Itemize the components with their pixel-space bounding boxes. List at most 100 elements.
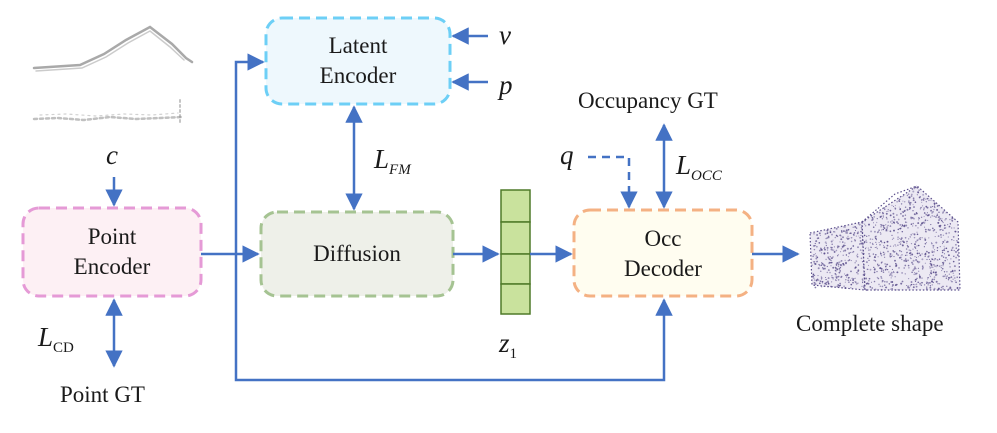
point-dot (836, 255, 839, 257)
point-dot (940, 266, 942, 269)
point-dot (945, 232, 948, 235)
point-dot (885, 211, 888, 213)
point-dot (856, 253, 859, 256)
point-dot (849, 232, 852, 235)
point-dot (817, 267, 820, 270)
point-dot (913, 273, 915, 276)
point-dot (857, 223, 860, 225)
point-dot (833, 231, 835, 233)
point-dot (929, 282, 931, 284)
point-dot (873, 230, 876, 233)
point-dot (919, 196, 921, 198)
point-dot (825, 281, 828, 284)
point-dot (889, 255, 891, 257)
point-dot (847, 279, 849, 282)
point-dot (940, 269, 943, 272)
point-dot (860, 226, 863, 229)
point-dot (929, 199, 931, 201)
point-dot (884, 252, 886, 254)
point-dot (825, 237, 827, 240)
arrow-skip-to-latent-encoder (234, 53, 265, 254)
point-dot (912, 225, 914, 227)
point-dot (901, 224, 903, 226)
point-dot (868, 249, 870, 251)
point-dot (854, 239, 856, 241)
point-dot (845, 229, 848, 231)
point-dot (891, 222, 893, 225)
point-dot (887, 224, 889, 227)
point-dot (956, 276, 958, 278)
point-dot (856, 255, 859, 258)
point-dot (921, 236, 923, 239)
point-dot (835, 267, 837, 270)
input-v: v (499, 20, 511, 50)
point-dot (892, 250, 894, 252)
input-q: q (560, 140, 574, 170)
point-dot (881, 281, 883, 283)
point-dot (929, 271, 932, 274)
point-dot (895, 262, 897, 265)
point-dot (889, 214, 892, 217)
point-dot (917, 281, 919, 284)
point-dot (861, 278, 864, 281)
point-dot (936, 214, 939, 216)
point-dot (945, 257, 947, 259)
point-dot (875, 243, 878, 245)
point-dot (844, 226, 846, 228)
point-dot (930, 216, 932, 218)
point-dot (915, 259, 917, 261)
point-dot (925, 242, 927, 244)
point-dot (953, 275, 955, 277)
point-dot (842, 245, 844, 248)
point-dot (900, 227, 902, 230)
point-dot (909, 285, 911, 287)
point-dot (826, 232, 829, 235)
point-dot (906, 221, 908, 223)
point-dot (945, 212, 947, 214)
point-dot (883, 242, 885, 244)
complete-shape-label: Complete shape (796, 311, 944, 336)
point-dot (921, 258, 924, 261)
point-dot (877, 256, 879, 258)
point-dot (827, 235, 830, 238)
point-dot (928, 274, 931, 276)
point-dot (852, 279, 855, 281)
point-dot (915, 272, 918, 275)
point-dot (913, 236, 916, 239)
point-dot (912, 217, 914, 219)
point-dot (814, 274, 816, 277)
point-dot (867, 279, 870, 282)
point-dot (896, 214, 898, 216)
point-dot (832, 266, 835, 269)
point-dot (862, 274, 865, 276)
point-dot (846, 247, 849, 250)
point-dot (880, 240, 882, 243)
point-dot (861, 281, 864, 284)
point-dot (938, 283, 941, 285)
point-dot (900, 226, 903, 228)
latent-cell (500, 253, 531, 285)
point-dot (948, 288, 950, 290)
point-dot (819, 265, 821, 267)
point-dot (834, 269, 837, 272)
point-dot (910, 242, 913, 245)
point-dot (862, 266, 864, 268)
point-dot (825, 243, 827, 245)
point-dot (826, 249, 829, 251)
point-dot (865, 239, 867, 241)
point-dot (821, 278, 823, 280)
point-dot (869, 242, 871, 244)
point-dot (888, 271, 890, 273)
point-dot (916, 256, 918, 258)
point-dot (829, 232, 831, 234)
point-dot (868, 259, 870, 262)
point-dot (853, 232, 856, 234)
point-dot (856, 232, 859, 235)
complete-shape-point-cloud (809, 185, 961, 291)
loss-occ-symbol: L (676, 150, 692, 180)
point-dot (924, 238, 927, 241)
point-dot (831, 233, 833, 236)
point-dot (923, 216, 925, 218)
point-dot (929, 275, 932, 278)
